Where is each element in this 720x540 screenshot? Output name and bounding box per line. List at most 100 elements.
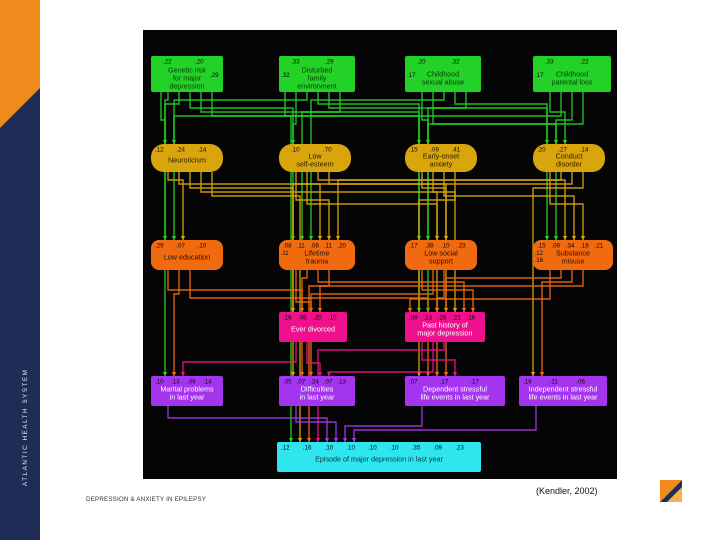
node-box xyxy=(405,376,505,406)
coefficient-label: .10 xyxy=(325,445,334,452)
coefficient-label: .70 xyxy=(323,147,332,154)
connector-line xyxy=(173,270,180,376)
connector-line xyxy=(418,172,456,376)
coefficient-label: .11 xyxy=(297,243,306,250)
citation-text: (Kendler, 2002) xyxy=(536,486,598,496)
arrowhead xyxy=(443,236,449,240)
arrowhead xyxy=(326,372,332,376)
coefficient-label: .16 xyxy=(535,257,544,264)
connector-line xyxy=(541,270,573,376)
connector-line xyxy=(306,342,321,376)
connector-line xyxy=(532,172,584,376)
arrowhead xyxy=(315,438,321,442)
coefficient-label: .15 xyxy=(409,147,418,154)
node-box xyxy=(533,144,605,172)
node-label: sexual abuse xyxy=(422,78,464,87)
connector-line xyxy=(344,406,423,442)
coefficient-label: .20 xyxy=(313,315,322,322)
footer-title: DEPRESSION & ANXIETY IN EPILEPSY xyxy=(86,496,207,503)
coefficient-label: .38 xyxy=(425,243,434,250)
connector-line xyxy=(432,92,557,144)
coefficient-label: .29 xyxy=(325,59,334,66)
coefficient-label: .20 xyxy=(195,59,204,66)
node-label: Childhood xyxy=(427,70,459,79)
node-label: trauma xyxy=(306,257,328,266)
connector-line xyxy=(328,342,434,376)
coefficient-label: .17 xyxy=(409,243,418,250)
node-box xyxy=(519,376,607,406)
arrowhead xyxy=(290,140,296,144)
coefficient-label: .24 xyxy=(176,147,185,154)
connector-line xyxy=(317,172,566,240)
node-label: parental loss xyxy=(552,78,593,87)
arrowhead xyxy=(288,438,294,442)
arrowhead xyxy=(317,372,323,376)
arrowhead xyxy=(452,372,458,376)
arrowhead xyxy=(461,308,467,312)
connector-line xyxy=(167,172,184,240)
connector-line xyxy=(549,92,566,144)
connector-line xyxy=(301,92,341,240)
coefficient-label: .11 xyxy=(550,379,559,386)
node-label: Low education xyxy=(164,253,210,262)
connector-line xyxy=(317,270,465,312)
arrowhead xyxy=(308,372,314,376)
coefficient-label: .07 xyxy=(409,379,418,386)
coefficient-label: .13 xyxy=(171,379,180,386)
arrowhead xyxy=(299,236,305,240)
connector-line xyxy=(308,270,330,442)
coefficient-label: .17 xyxy=(535,72,544,79)
node-label: family xyxy=(308,74,327,83)
coefficient-label: .14 xyxy=(198,147,207,154)
arrowhead xyxy=(407,308,413,312)
node-box xyxy=(151,240,223,270)
connector-line xyxy=(295,172,330,240)
node-label: Marital problems xyxy=(160,385,214,394)
node-label: Past history of xyxy=(422,321,468,330)
coefficient-label: .08 xyxy=(298,315,307,322)
coefficient-label: .10 xyxy=(390,445,399,452)
coefficient-label: .29 xyxy=(210,72,219,79)
node-label: life events in last year xyxy=(420,393,490,402)
svg-text:ATLANTIC HEALTH SYSTEM: ATLANTIC HEALTH SYSTEM xyxy=(22,369,29,486)
coefficient-label: .07 xyxy=(297,379,306,386)
arrowhead xyxy=(416,372,422,376)
arrowhead xyxy=(171,372,177,376)
coefficient-label: .09 xyxy=(430,147,439,154)
node-box xyxy=(151,144,223,172)
coefficient-label: .17 xyxy=(470,379,479,386)
coefficient-label: .12 xyxy=(535,250,544,257)
node-box xyxy=(405,312,485,342)
coefficient-label: .21 xyxy=(452,315,461,322)
node-box xyxy=(151,56,223,92)
coefficient-label: .23 xyxy=(457,243,466,250)
node-label: Conduct xyxy=(556,152,583,161)
arrowhead xyxy=(452,308,458,312)
node-label: life events in last year xyxy=(528,393,598,402)
node-label: environment xyxy=(297,82,337,91)
node-label: depression xyxy=(169,82,204,91)
coefficient-label: .24 xyxy=(310,379,319,386)
node-box xyxy=(151,376,223,406)
coefficient-label: .12 xyxy=(155,147,164,154)
arrowhead xyxy=(342,438,348,442)
coefficient-label: .07 xyxy=(324,379,333,386)
arrowhead xyxy=(544,236,550,240)
arrowhead xyxy=(306,438,312,442)
arrowhead xyxy=(171,236,177,240)
connector-line xyxy=(409,270,551,312)
arrowhead xyxy=(333,438,339,442)
arrowhead xyxy=(553,236,559,240)
node-box xyxy=(279,144,351,172)
connector-line xyxy=(292,92,297,144)
connector-line xyxy=(427,92,584,240)
coefficient-label: .21 xyxy=(595,243,604,250)
